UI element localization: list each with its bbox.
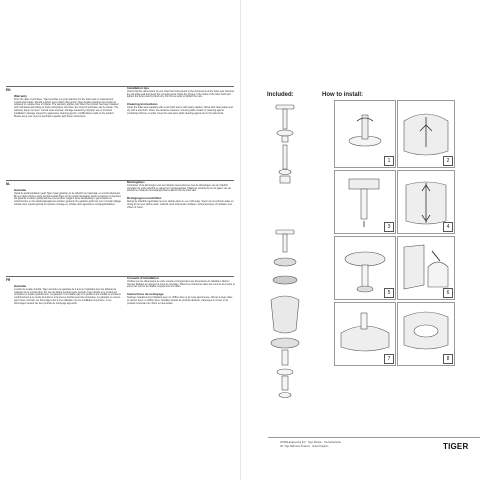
how-to-install-title: How to install: — [322, 92, 363, 98]
step-number: 3 — [384, 222, 394, 232]
installation-tips-heading: Conseils d'installation — [127, 276, 159, 280]
cleaning-heading: Reinigingsvoorschriften — [127, 196, 162, 201]
section-divider — [6, 180, 234, 181]
installation-tips-text: Controleer of de afmetingen van uw toile… — [127, 183, 231, 193]
step-illustration — [405, 181, 447, 225]
install-step-panel: 6 — [397, 236, 455, 300]
install-step-panel: 5 — [334, 236, 396, 300]
language-code: EN — [6, 88, 11, 92]
step-illustration — [403, 311, 449, 350]
language-code: FR — [6, 278, 11, 282]
step-number: 6 — [443, 288, 453, 298]
step-number: 5 — [384, 288, 394, 298]
warranty-heading: Warranty — [14, 94, 27, 98]
warranty-heading: Garantie — [14, 188, 27, 192]
cleaning-heading: Cleaning instructions — [127, 102, 158, 107]
warranty-text: From the date of purchase, Tiger provide… — [14, 97, 119, 119]
install-step-panel: 7 — [334, 302, 396, 366]
step-illustration — [344, 251, 386, 293]
step-illustration — [403, 244, 449, 290]
step-number: 8 — [443, 354, 453, 364]
warranty-text: À partir de la date d'achat, Tiger accor… — [14, 287, 121, 306]
cleaning-heading: Instructions de nettoyage — [127, 292, 164, 297]
warranty-text: Vanaf de aankoopdatum geeft Tiger 2 jaar… — [14, 191, 122, 207]
install-step-panel: 4 — [397, 170, 455, 234]
installation-tips-text: Check that the dimensions of your toilet… — [127, 89, 235, 99]
install-step-panel: 8 — [397, 302, 455, 366]
footer-address-1: COSMA Engineering B.V. · Tiger Division … — [280, 442, 341, 444]
step-illustration — [340, 312, 390, 352]
install-step-panel: 2 — [397, 100, 455, 168]
step-illustration — [348, 114, 382, 147]
step-number: 1 — [384, 156, 394, 166]
fold-line — [240, 0, 241, 480]
step-illustration — [403, 113, 449, 156]
install-step-panel: 3 — [334, 170, 396, 234]
section-divider — [6, 276, 234, 277]
installation-tips-text: Vérifiez que les dimensions de votre cuv… — [127, 279, 235, 289]
step-illustration — [348, 178, 380, 227]
footer-address-2: UK: Tiger Bathroom Products · United Kin… — [280, 446, 329, 448]
tiger-logo: TIGER — [443, 442, 469, 451]
included-title: Included: — [267, 92, 294, 98]
footer-divider — [268, 437, 480, 438]
warranty-heading: Garantie — [14, 284, 27, 288]
installation-tips-heading: Installation tips — [127, 86, 150, 90]
step-number: 2 — [443, 156, 453, 166]
section-divider — [6, 86, 234, 87]
cleaning-text: Clean the toilet seat regularly with a s… — [127, 105, 233, 115]
cleaning-text: Reinig de toiletbril regelmatig met een … — [127, 199, 234, 209]
step-number: 4 — [443, 222, 453, 232]
step-number: 7 — [384, 354, 394, 364]
language-code: NL — [6, 182, 11, 186]
installation-tips-heading: Montagetips — [127, 180, 145, 184]
install-step-panel: 1 — [334, 100, 396, 168]
cleaning-text: Nettoyez régulièrement l'abattant avec u… — [127, 295, 233, 305]
